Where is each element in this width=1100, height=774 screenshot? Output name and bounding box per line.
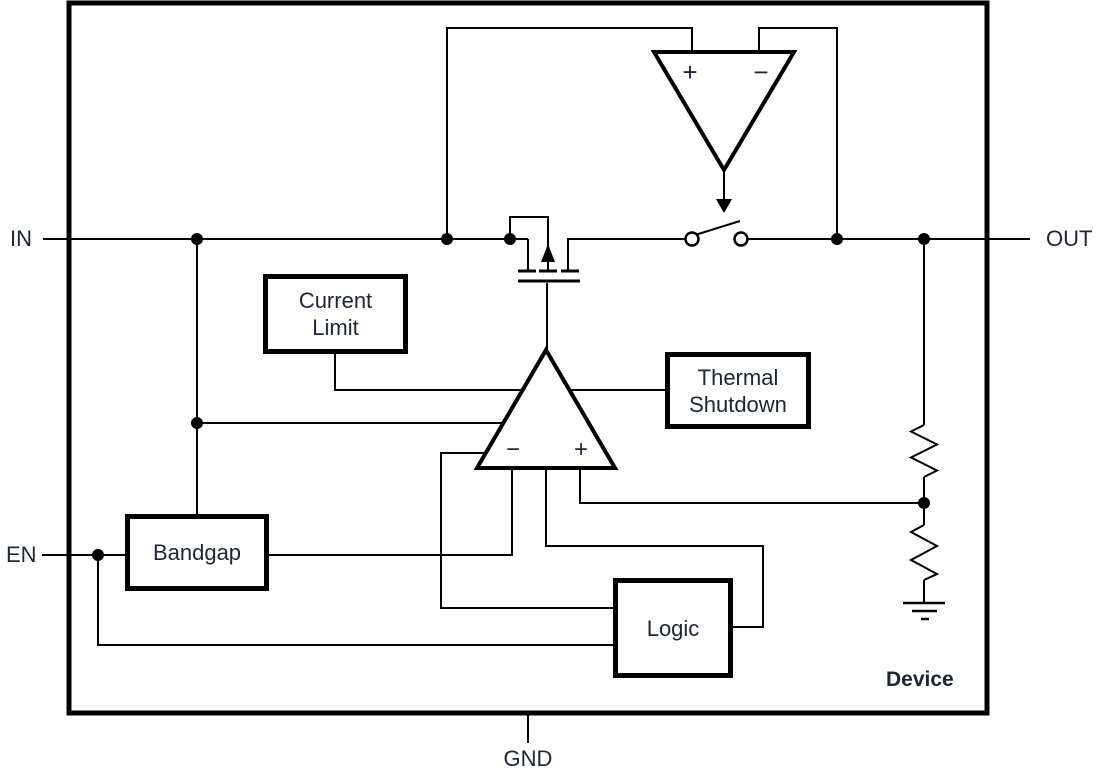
error-amp-minus-sign: − (506, 436, 520, 463)
wire-erramp-logic (440, 452, 613, 609)
out-pin-label: OUT (1046, 226, 1093, 251)
comparator-plus-sign: + (682, 57, 697, 87)
current-limit-block: Current Limit (263, 274, 408, 354)
junction-dots (92, 233, 930, 561)
resistor-top-icon (908, 424, 940, 478)
error-amp-plus-sign: + (574, 436, 588, 463)
feedback-divider (908, 424, 940, 581)
thermal-shutdown-block: Thermal Shutdown (665, 352, 811, 429)
output-switch-icon (684, 220, 749, 247)
wire-comparator-minus (758, 27, 838, 239)
logic-block: Logic (613, 578, 733, 678)
comparator-minus-sign: − (753, 57, 768, 87)
wire-current-limit (334, 353, 665, 391)
pass-mosfet-icon (518, 244, 580, 283)
wire-erramp-center-logic (545, 468, 764, 628)
wire-fet-drain (567, 238, 685, 270)
bulk-arrow-icon (541, 244, 555, 262)
wire-feedback (579, 468, 924, 504)
resistor-bottom-icon (908, 524, 940, 581)
en-pin-label: EN (6, 542, 37, 567)
in-pin-label: IN (10, 226, 32, 251)
wire-fet-bulk (509, 216, 549, 270)
wire-en-logic (97, 555, 613, 646)
comparator-icon: + − (650, 50, 798, 213)
ground-icon (903, 601, 945, 621)
wire-comparator-plus (446, 27, 693, 239)
device-boundary (66, 0, 990, 716)
error-amplifier-icon: − + (473, 346, 619, 470)
bandgap-block: Bandgap (125, 514, 269, 591)
wires (42, 27, 1030, 743)
comparator-output-arrow-icon (716, 199, 732, 213)
gnd-pin-label: GND (503, 746, 553, 771)
wire-bandgap-out (268, 468, 513, 556)
device-name-label: Device (886, 668, 954, 691)
